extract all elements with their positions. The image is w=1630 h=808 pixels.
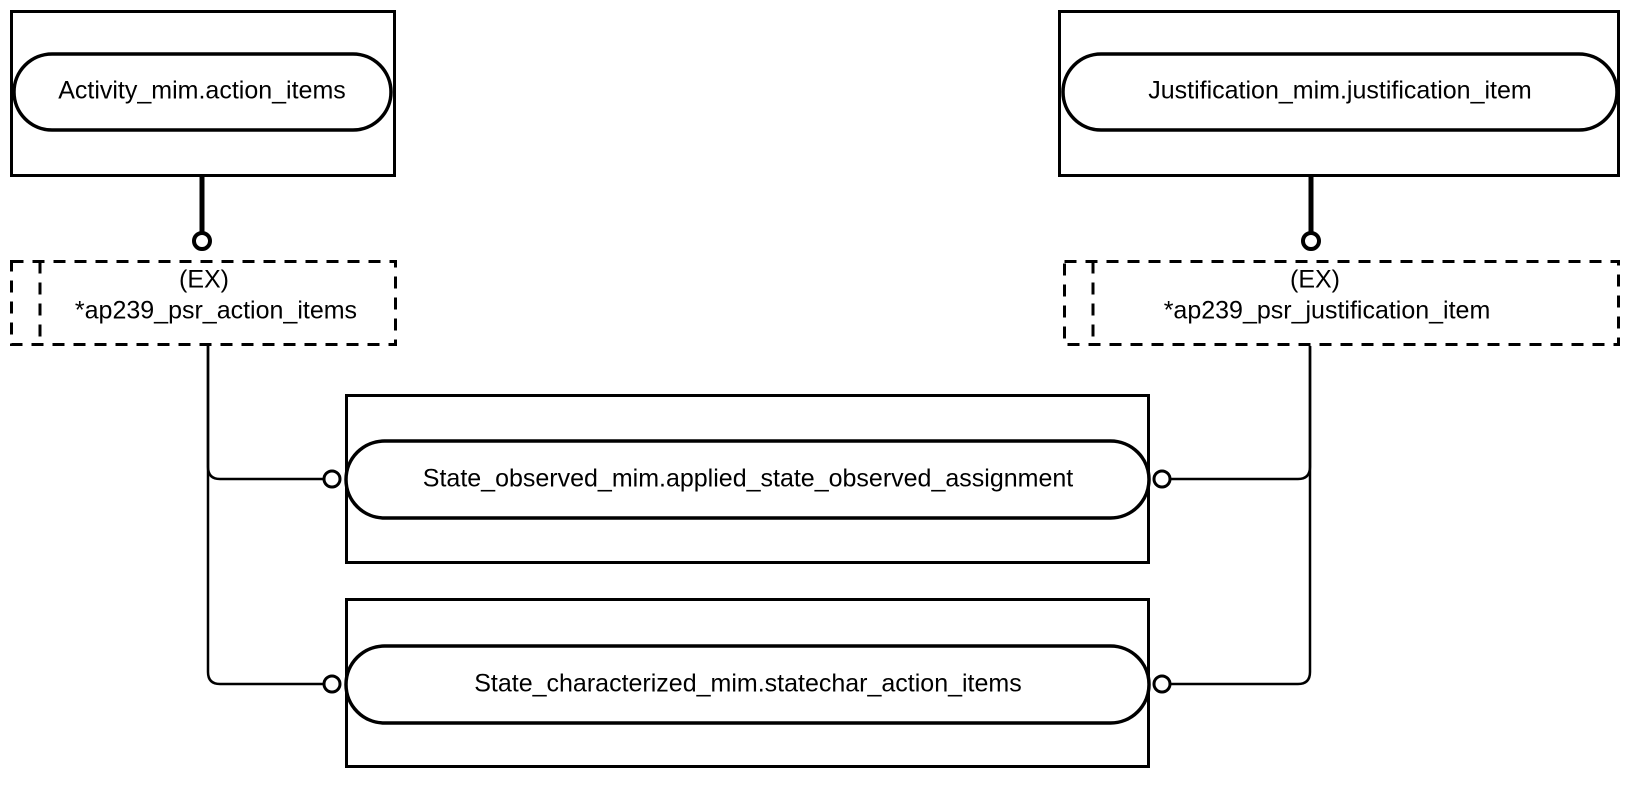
connector-line [206, 346, 324, 481]
entity-label-state-observed-mim-applied-state-observed-assignment: State_observed_mim.applied_state_observe… [423, 465, 1073, 493]
connector-line [206, 346, 324, 686]
connector-ap239-justification-item-to-state-observed [1152, 346, 1312, 489]
interface-kind-label-ex: (EX) [179, 266, 229, 294]
entity-rounded-rect [12, 52, 393, 132]
connector-open-circle [322, 674, 342, 694]
entity-rounded-rect [1061, 52, 1619, 132]
interface-box-ap239-psr-action-items[interactable]: (EX) *ap239_psr_action_items [10, 260, 397, 346]
entity-label-state-characterized-mim-statechar-action-items: State_characterized_mim.statechar_action… [474, 670, 1022, 698]
connector-line [1170, 346, 1312, 481]
entity-rounded-rect [344, 644, 1151, 725]
connector-ap239-action-items-to-state-observed [206, 346, 342, 489]
interface-reference-label-ap239-psr-justification-item: *ap239_psr_justification_item [1164, 297, 1491, 325]
connector-open-circle [1152, 469, 1172, 489]
connector-line [1170, 346, 1312, 686]
connector-ap239-action-items-to-state-characterized [206, 346, 342, 694]
entity-label-justification-mim-justification-item: Justification_mim.justification_item [1148, 77, 1531, 105]
interface-box-ap239-psr-justification-item[interactable]: (EX) *ap239_psr_justification_item [1063, 260, 1620, 346]
connector-activity-to-ap239-psr-action-items [192, 176, 212, 251]
interface-reference-label-ap239-psr-action-items: *ap239_psr_action_items [75, 297, 357, 325]
schema-box-state-observed-mim-applied-state-observed-assignment[interactable]: State_observed_mim.applied_state_observe… [344, 394, 1151, 564]
interface-outer-rect [1063, 260, 1620, 346]
entity-rounded-rect [344, 439, 1151, 520]
interface-outer-rect [10, 260, 397, 346]
connector-open-circle [322, 469, 342, 489]
connector-open-circle [192, 231, 212, 251]
entity-label-activity-mim-action-items: Activity_mim.action_items [58, 77, 346, 105]
connector-justification-to-ap239-psr-justification-item [1301, 176, 1321, 251]
connector-ap239-justification-item-to-state-characterized [1152, 346, 1312, 694]
schema-box-activity-mim-action-items[interactable]: Activity_mim.action_items [10, 10, 396, 177]
connector-open-circle [1301, 231, 1321, 251]
interface-kind-label-ex: (EX) [1290, 266, 1340, 294]
connector-open-circle [1152, 674, 1172, 694]
schema-box-state-characterized-mim-statechar-action-items[interactable]: State_characterized_mim.statechar_action… [344, 598, 1151, 768]
schema-box-justification-mim-justification-item[interactable]: Justification_mim.justification_item [1058, 10, 1620, 177]
